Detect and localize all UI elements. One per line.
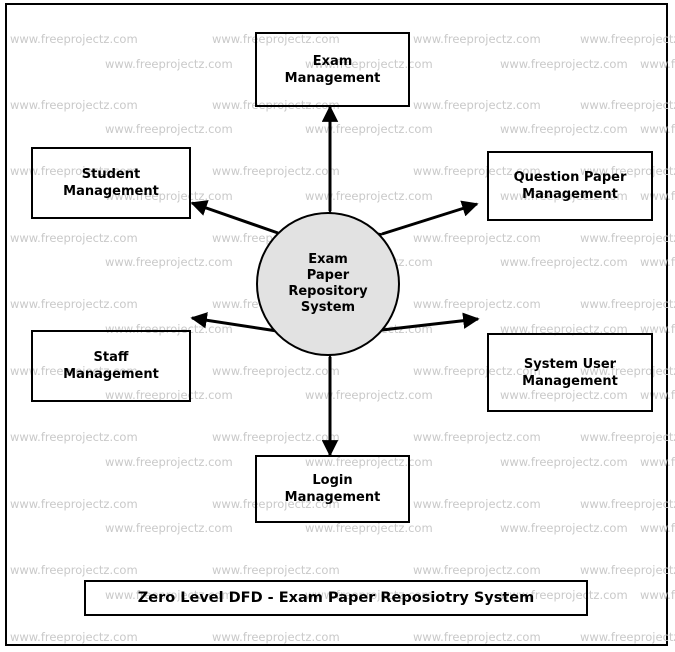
entity-exam-management-label: Exam Management [284, 53, 381, 86]
entity-exam-management[interactable]: Exam Management [255, 32, 410, 107]
entity-staff-management-label: Staff Management [63, 350, 159, 382]
entity-staff-management[interactable]: Staff Management [31, 330, 191, 402]
entity-student-management-label: Student Management [63, 167, 159, 199]
entity-question-paper-management-label: Question Paper Management [513, 170, 627, 202]
entity-system-user-management-label: System User Management [522, 356, 618, 389]
entity-system-user-management[interactable]: System User Management [487, 333, 653, 412]
entity-student-management[interactable]: Student Management [31, 147, 191, 219]
entity-login-management-label: Login Management [284, 473, 381, 505]
diagram-caption-box: Zero Level DFD - Exam Paper Reposiotry S… [84, 580, 588, 616]
process-exam-paper-repository-system[interactable]: Exam Paper Repository System [256, 212, 400, 356]
process-label: Exam Paper Repository System [288, 252, 368, 315]
entity-login-management[interactable]: Login Management [255, 455, 410, 523]
connector-process-system-user-management [366, 312, 480, 340]
connector-process-student-management [190, 200, 295, 246]
connector-process-question-paper-management [365, 200, 479, 247]
entity-question-paper-management[interactable]: Question Paper Management [487, 151, 653, 221]
connector-process-staff-management [190, 312, 293, 342]
diagram-caption-text: Zero Level DFD - Exam Paper Reposiotry S… [137, 590, 535, 606]
